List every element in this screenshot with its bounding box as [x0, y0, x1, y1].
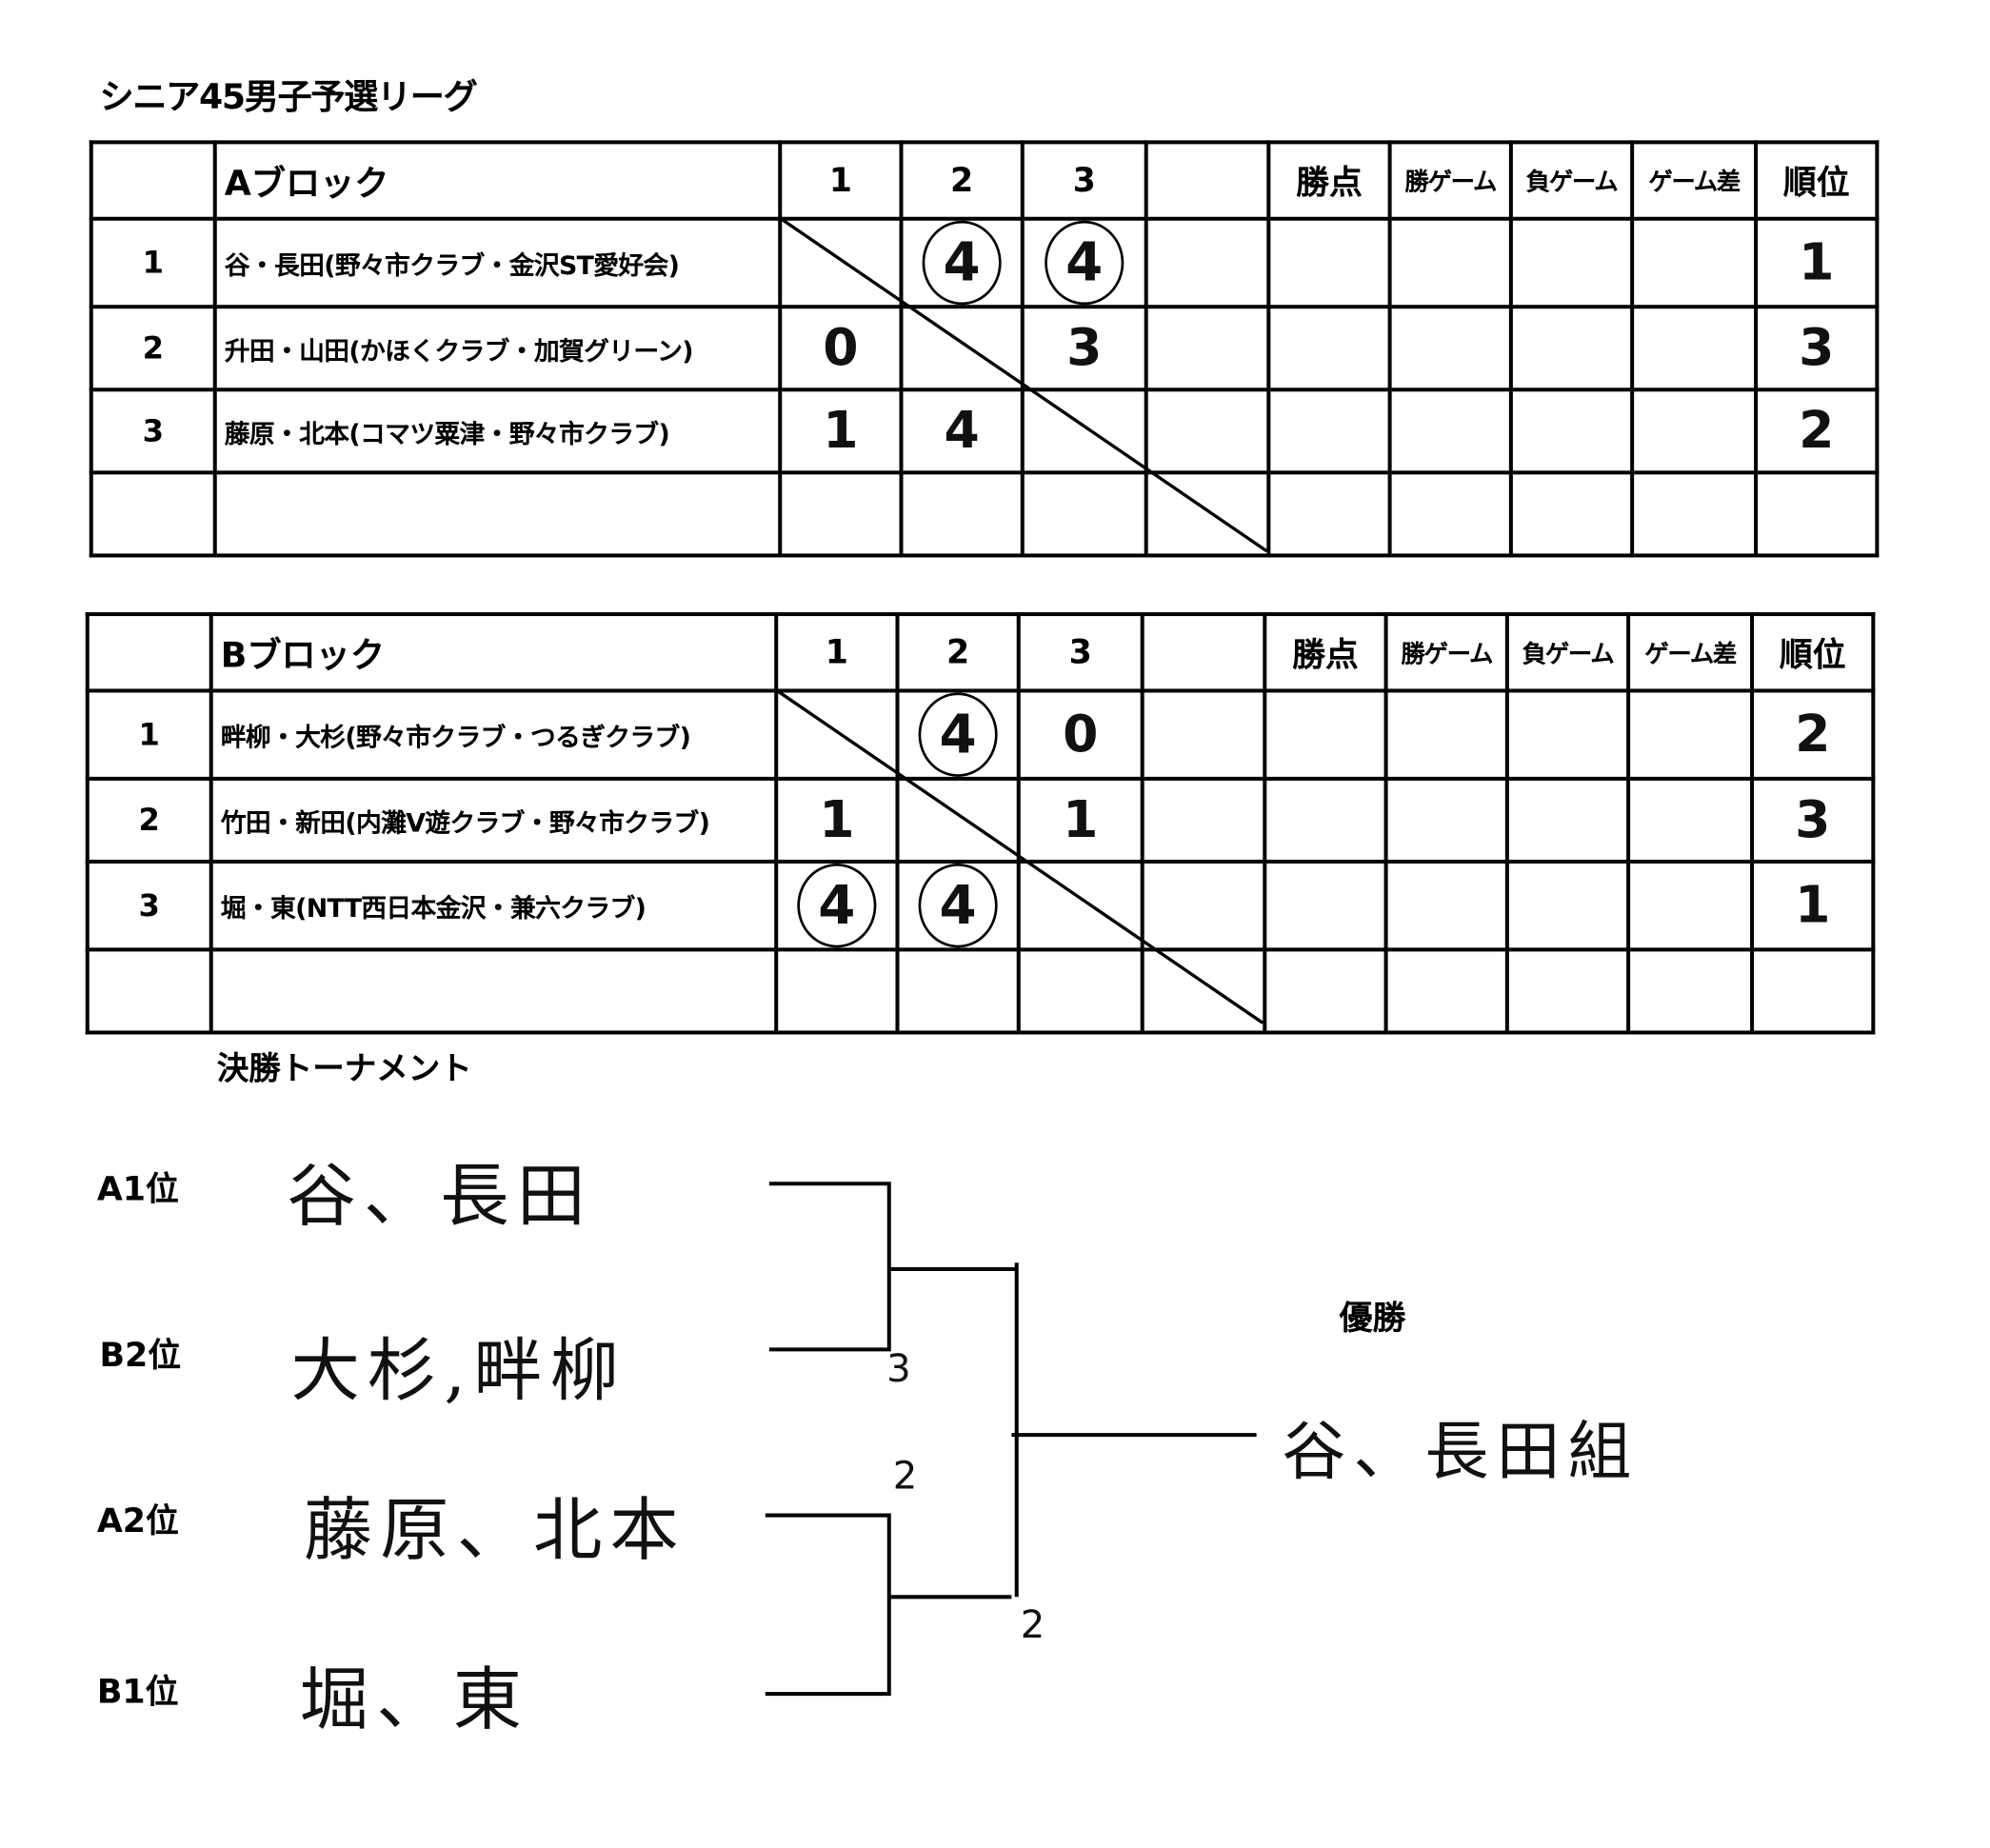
team-name: 堀・東(NTT西日本金沢・兼六クラブ)	[209, 859, 779, 952]
empty-cell	[1626, 776, 1755, 864]
empty-cell	[1383, 688, 1509, 781]
empty-cell	[1263, 688, 1388, 781]
rank-cell: 1	[1750, 859, 1876, 952]
empty-cell	[1626, 859, 1755, 952]
header-lose-games: 負ゲーム	[1504, 612, 1631, 693]
header-win-games: 勝ゲーム	[1387, 140, 1513, 221]
team-name: 畔柳・大杉(野々市クラブ・つるぎクラブ)	[209, 688, 779, 781]
header-win-points: 勝点	[1263, 612, 1388, 693]
rank-cell: 2	[1750, 688, 1876, 781]
empty-cell	[1508, 387, 1635, 475]
header-c2: 2	[895, 612, 1021, 693]
empty-cell	[1630, 216, 1759, 309]
empty-cell	[1504, 859, 1631, 952]
row-number	[85, 947, 213, 1035]
rank-cell: 1	[1754, 216, 1880, 309]
tournament-title: 決勝トーナメント	[216, 1049, 472, 1087]
empty-cell	[1626, 947, 1755, 1035]
slot-label: B2位	[99, 1337, 182, 1376]
header-c4	[1144, 140, 1271, 221]
row-number: 2	[89, 305, 217, 392]
empty-cell	[1508, 216, 1635, 309]
header-win-games: 勝ゲーム	[1383, 612, 1509, 693]
block-name: Bブロック	[209, 612, 779, 693]
rank-cell: 3	[1754, 305, 1880, 392]
empty-cell	[1626, 688, 1755, 781]
empty-cell	[1630, 470, 1759, 558]
slot-name: 藤原、北本	[303, 1489, 687, 1571]
team-name: 藤原・北本(コマツ粟津・野々市クラブ)	[212, 387, 783, 475]
header-blank	[85, 612, 213, 693]
row-number: 3	[85, 859, 213, 952]
header-game-diff: ゲーム差	[1626, 612, 1755, 693]
empty-cell	[1387, 470, 1513, 558]
champion-name: 谷、長田組	[1282, 1414, 1640, 1489]
header-blank	[89, 140, 217, 221]
page-title: シニア45男子予選リーグ	[99, 77, 477, 118]
empty-cell	[1750, 947, 1876, 1035]
rank-cell: 3	[1750, 776, 1876, 864]
score-semi2: 2	[892, 1454, 918, 1500]
slot-label: A2位	[96, 1502, 179, 1541]
slot-name: 堀、東	[299, 1659, 529, 1740]
header-c3: 3	[1016, 612, 1144, 693]
row-number	[89, 470, 217, 558]
header-win-points: 勝点	[1266, 140, 1392, 221]
row-number: 1	[89, 216, 217, 309]
empty-cell	[1266, 305, 1392, 392]
row-number: 3	[89, 387, 217, 475]
empty-cell	[1504, 947, 1631, 1035]
empty-cell	[1266, 387, 1392, 475]
header-c1: 1	[778, 140, 904, 221]
empty-cell	[1263, 947, 1388, 1035]
empty-cell	[1504, 776, 1631, 864]
empty-cell	[1263, 776, 1388, 864]
empty-cell	[1387, 216, 1513, 309]
team-name	[209, 947, 779, 1035]
empty-cell	[1754, 470, 1880, 558]
empty-cell	[1504, 688, 1631, 781]
block-name: Aブロック	[212, 140, 783, 221]
empty-cell	[1630, 305, 1759, 392]
empty-cell	[1387, 387, 1513, 475]
rank-cell: 2	[1754, 387, 1880, 475]
team-name: 升田・山田(かほくクラブ・加賀グリーン)	[212, 305, 783, 392]
empty-cell	[1266, 216, 1392, 309]
empty-cell	[1383, 859, 1509, 952]
empty-cell	[1383, 947, 1509, 1035]
score-semi1: 3	[886, 1346, 911, 1392]
slot-label: A1位	[96, 1170, 179, 1210]
header-c4	[1140, 612, 1267, 693]
team-name: 竹田・新田(内灘V遊クラブ・野々市クラブ)	[209, 776, 779, 864]
header-rank: 順位	[1754, 140, 1880, 221]
empty-cell	[1263, 859, 1388, 952]
header-rank: 順位	[1750, 612, 1876, 693]
empty-cell	[1383, 776, 1509, 864]
empty-cell	[1508, 470, 1635, 558]
slot-name: 谷、長田	[287, 1155, 593, 1237]
row-number: 2	[85, 776, 213, 864]
empty-cell	[1266, 470, 1392, 558]
row-number: 1	[85, 688, 213, 781]
score-final: 2	[1020, 1603, 1045, 1648]
slot-name: 大杉,畔柳	[290, 1330, 627, 1411]
empty-cell	[1387, 305, 1513, 392]
slot-label: B1位	[96, 1673, 179, 1712]
empty-cell	[1508, 305, 1635, 392]
team-name	[212, 470, 783, 558]
header-lose-games: 負ゲーム	[1508, 140, 1635, 221]
empty-cell	[1630, 387, 1759, 475]
header-game-diff: ゲーム差	[1630, 140, 1759, 221]
champion-label: 優勝	[1339, 1300, 1406, 1339]
